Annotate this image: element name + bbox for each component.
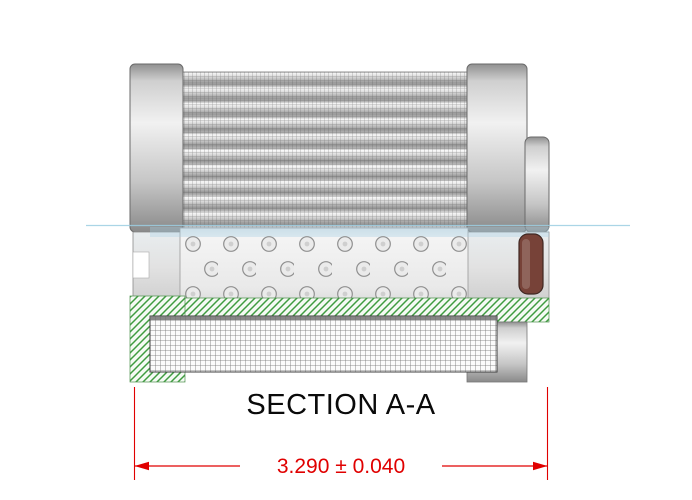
end-cap-right-extension xyxy=(524,136,550,233)
section-label: SECTION A-A xyxy=(246,389,435,421)
end-cap-right xyxy=(466,63,528,233)
oring-seal xyxy=(518,233,544,295)
oring-seal-highlight xyxy=(522,239,530,289)
wire-mesh-block xyxy=(149,315,498,373)
dimension-arrow-left xyxy=(134,461,149,471)
dimension-arrow-right xyxy=(533,461,548,471)
end-cap-left-notch xyxy=(132,251,150,279)
media-mesh-overlay xyxy=(179,72,469,228)
wire-mesh-top-edge xyxy=(150,316,497,320)
perforation-holes xyxy=(180,228,468,308)
dimension-group: 3.290 ± 0.040 xyxy=(133,387,549,480)
dimension-text: 3.290 ± 0.040 xyxy=(277,455,405,478)
end-cap-left xyxy=(129,63,184,233)
